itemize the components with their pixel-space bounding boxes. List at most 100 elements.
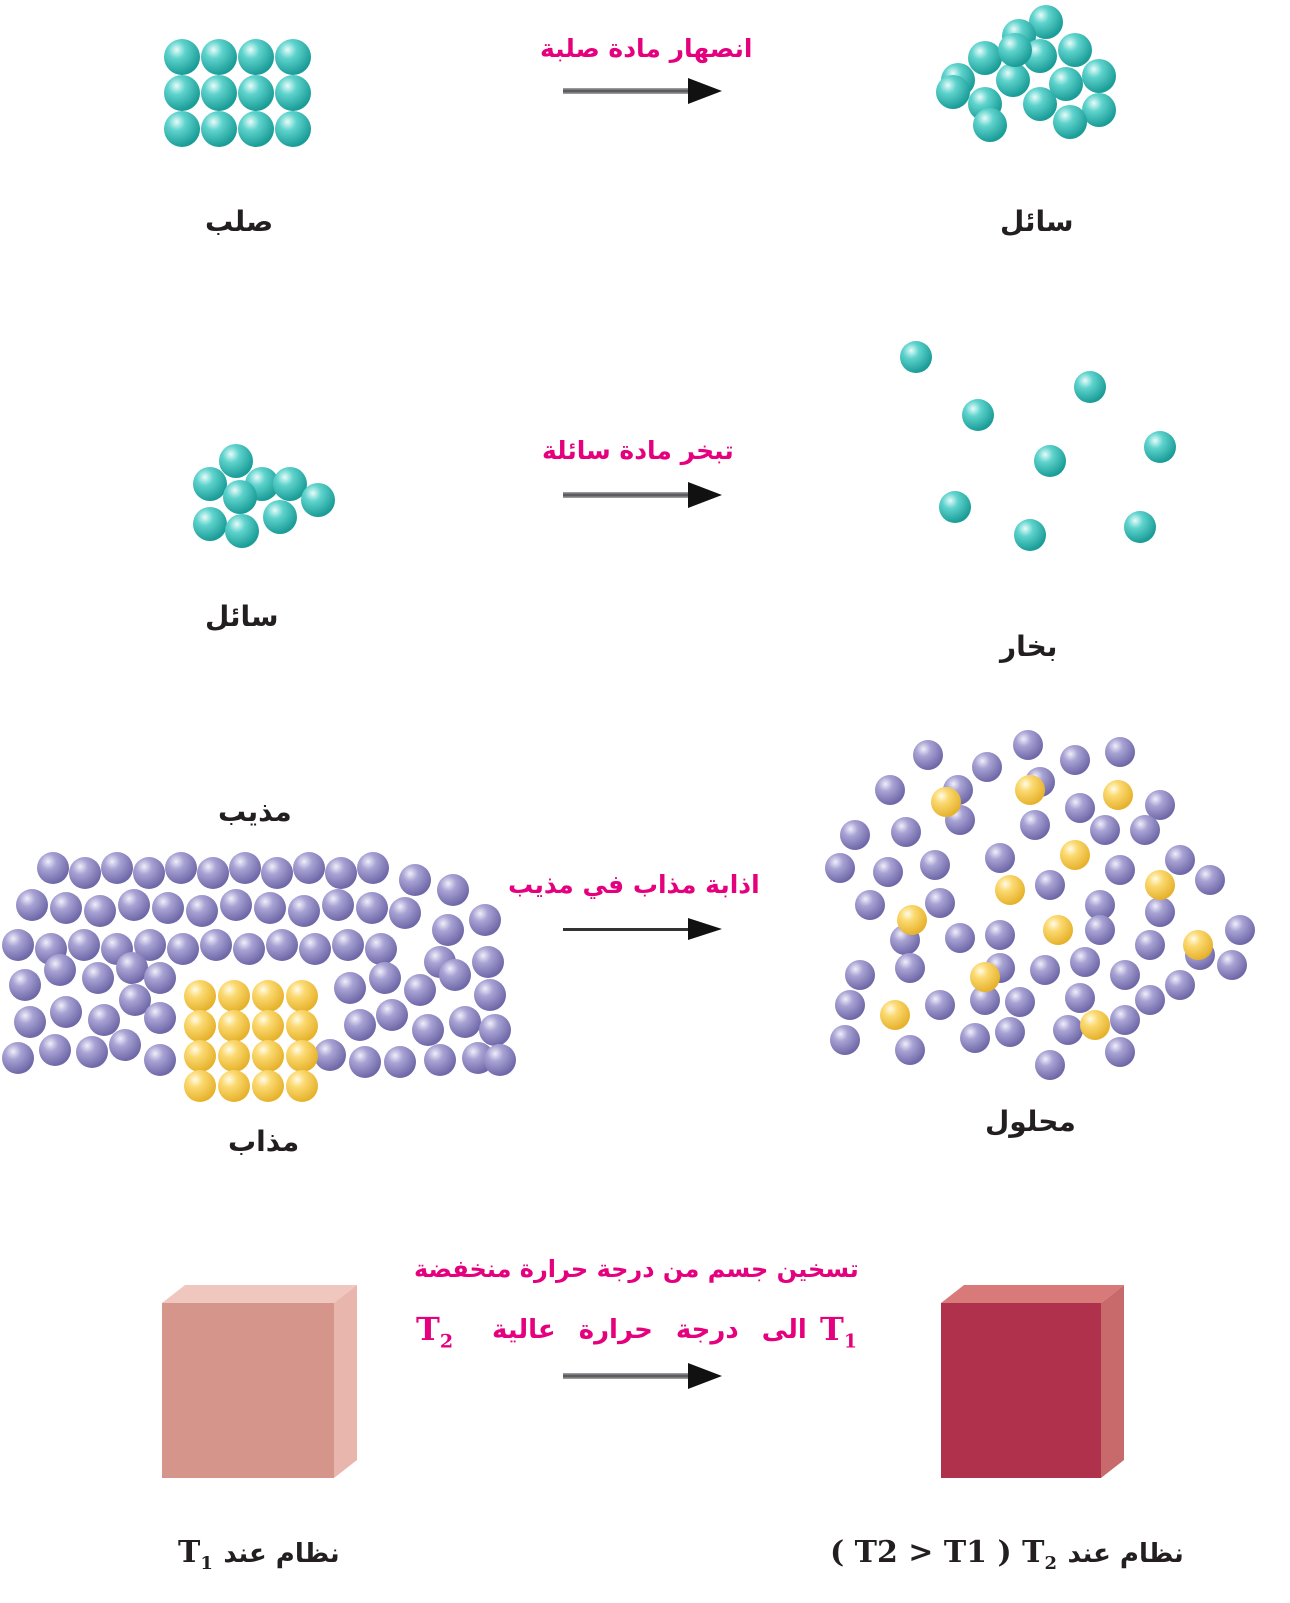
solid-particle: [201, 75, 237, 111]
solution-solvent-particle: [1035, 870, 1065, 900]
solute-particle: [184, 980, 216, 1012]
system-t2-label: ( T2 > T1 ) T2 نظام عند: [830, 1535, 1184, 1574]
solvent-particle: [376, 999, 408, 1031]
solution-solvent-particle: [891, 817, 921, 847]
solution-solvent-particle: [1085, 915, 1115, 945]
solvent-particle: [167, 933, 199, 965]
solvent-particle: [118, 889, 150, 921]
liquid-particle: [193, 507, 227, 541]
solid-particle: [275, 75, 311, 111]
liquid-particle: [193, 467, 227, 501]
solution-solvent-particle: [985, 843, 1015, 873]
solute-particle: [252, 980, 284, 1012]
process-heating-line2: الى درجة حرارة عالية: [492, 1315, 807, 1345]
solution-solvent-particle: [1090, 815, 1120, 845]
solvent-particle: [439, 959, 471, 991]
solution-solvent-particle: [1225, 915, 1255, 945]
solvent-particle: [84, 895, 116, 927]
solvent-particle: [254, 892, 286, 924]
solvent-particle: [229, 852, 261, 884]
solution-solvent-particle: [1145, 897, 1175, 927]
vapor-particle: [1034, 445, 1066, 477]
solution-solvent-particle: [845, 960, 875, 990]
solvent-particle: [50, 892, 82, 924]
process-heating-t2: T2: [416, 1310, 454, 1353]
solution-solvent-particle: [1165, 970, 1195, 1000]
solvent-particle: [314, 1039, 346, 1071]
solvent-particle: [365, 933, 397, 965]
solution-solvent-particle: [1145, 790, 1175, 820]
solution-solute-particle: [931, 787, 961, 817]
solvent-particle: [432, 914, 464, 946]
solute-particle: [286, 980, 318, 1012]
vapor-particle: [1074, 371, 1106, 403]
solution-solvent-particle: [1065, 793, 1095, 823]
solution-solvent-particle: [875, 775, 905, 805]
solution-solvent-particle: [1195, 865, 1225, 895]
solution-solvent-particle: [1035, 1050, 1065, 1080]
solvent-particle: [16, 889, 48, 921]
solvent-particle: [233, 933, 265, 965]
system-t2-symbol: T2: [1022, 1535, 1058, 1574]
solvent-particle: [165, 852, 197, 884]
solvent-particle: [404, 974, 436, 1006]
solvent-particle: [37, 852, 69, 884]
solvent-particle: [9, 969, 41, 1001]
hot-block: [941, 1285, 1124, 1478]
liquid-particle: [263, 500, 297, 534]
solution-solvent-particle: [1005, 987, 1035, 1017]
process-heating-t1: T1: [820, 1310, 858, 1353]
solution-solute-particle: [1015, 775, 1045, 805]
solvent-particle: [144, 962, 176, 994]
solution-solvent-particle: [1105, 737, 1135, 767]
vapor-particle: [939, 491, 971, 523]
solvent-particle: [384, 1046, 416, 1078]
solvent-particle: [152, 892, 184, 924]
solid-particle: [164, 75, 200, 111]
solvent-particle: [424, 1044, 456, 1076]
solute-particle: [218, 1010, 250, 1042]
solution-solvent-particle: [1135, 985, 1165, 1015]
solution-solvent-particle: [1065, 983, 1095, 1013]
solvent-particle: [293, 852, 325, 884]
solvent-particle: [76, 1036, 108, 1068]
solution-label: محلول: [985, 1105, 1076, 1138]
solution-solvent-particle: [895, 1035, 925, 1065]
solution-solvent-particle: [1030, 955, 1060, 985]
solution-solvent-particle: [920, 850, 950, 880]
solution-solute-particle: [1145, 870, 1175, 900]
solute-label: مذاب: [228, 1125, 300, 1158]
arrow-heating: [563, 1363, 722, 1389]
solvent-particle: [68, 929, 100, 961]
vapor-particle: [1124, 511, 1156, 543]
solution-solvent-particle: [830, 1025, 860, 1055]
solid-particle: [275, 39, 311, 75]
solution-solute-particle: [970, 962, 1000, 992]
solvent-particle: [2, 1042, 34, 1074]
solute-particle: [252, 1040, 284, 1072]
solid-particle: [238, 75, 274, 111]
solvent-particle: [220, 889, 252, 921]
solution-solvent-particle: [945, 923, 975, 953]
solution-solvent-particle: [895, 953, 925, 983]
vapor-particle: [962, 399, 994, 431]
solvent-particle: [101, 852, 133, 884]
solvent-particle: [186, 895, 218, 927]
liquid-particle: [301, 483, 335, 517]
solvent-particle: [357, 852, 389, 884]
liquid-label: سائل: [205, 600, 279, 633]
solute-particle: [286, 1040, 318, 1072]
liquid-particle: [1029, 5, 1063, 39]
solid-particle: [201, 111, 237, 147]
solvent-particle: [116, 952, 148, 984]
solvent-particle: [50, 996, 82, 1028]
solvent-particle: [399, 864, 431, 896]
solution-solvent-particle: [1135, 930, 1165, 960]
liquid-particle: [968, 41, 1002, 75]
liquid-particle: [225, 514, 259, 548]
process-melting-label: انصهار مادة صلبة: [540, 34, 753, 63]
process-dissolving-label: اذابة مذاب في مذيب: [508, 870, 760, 899]
solid-particle: [238, 39, 274, 75]
solvent-particle: [69, 857, 101, 889]
vapor-particle: [1144, 431, 1176, 463]
